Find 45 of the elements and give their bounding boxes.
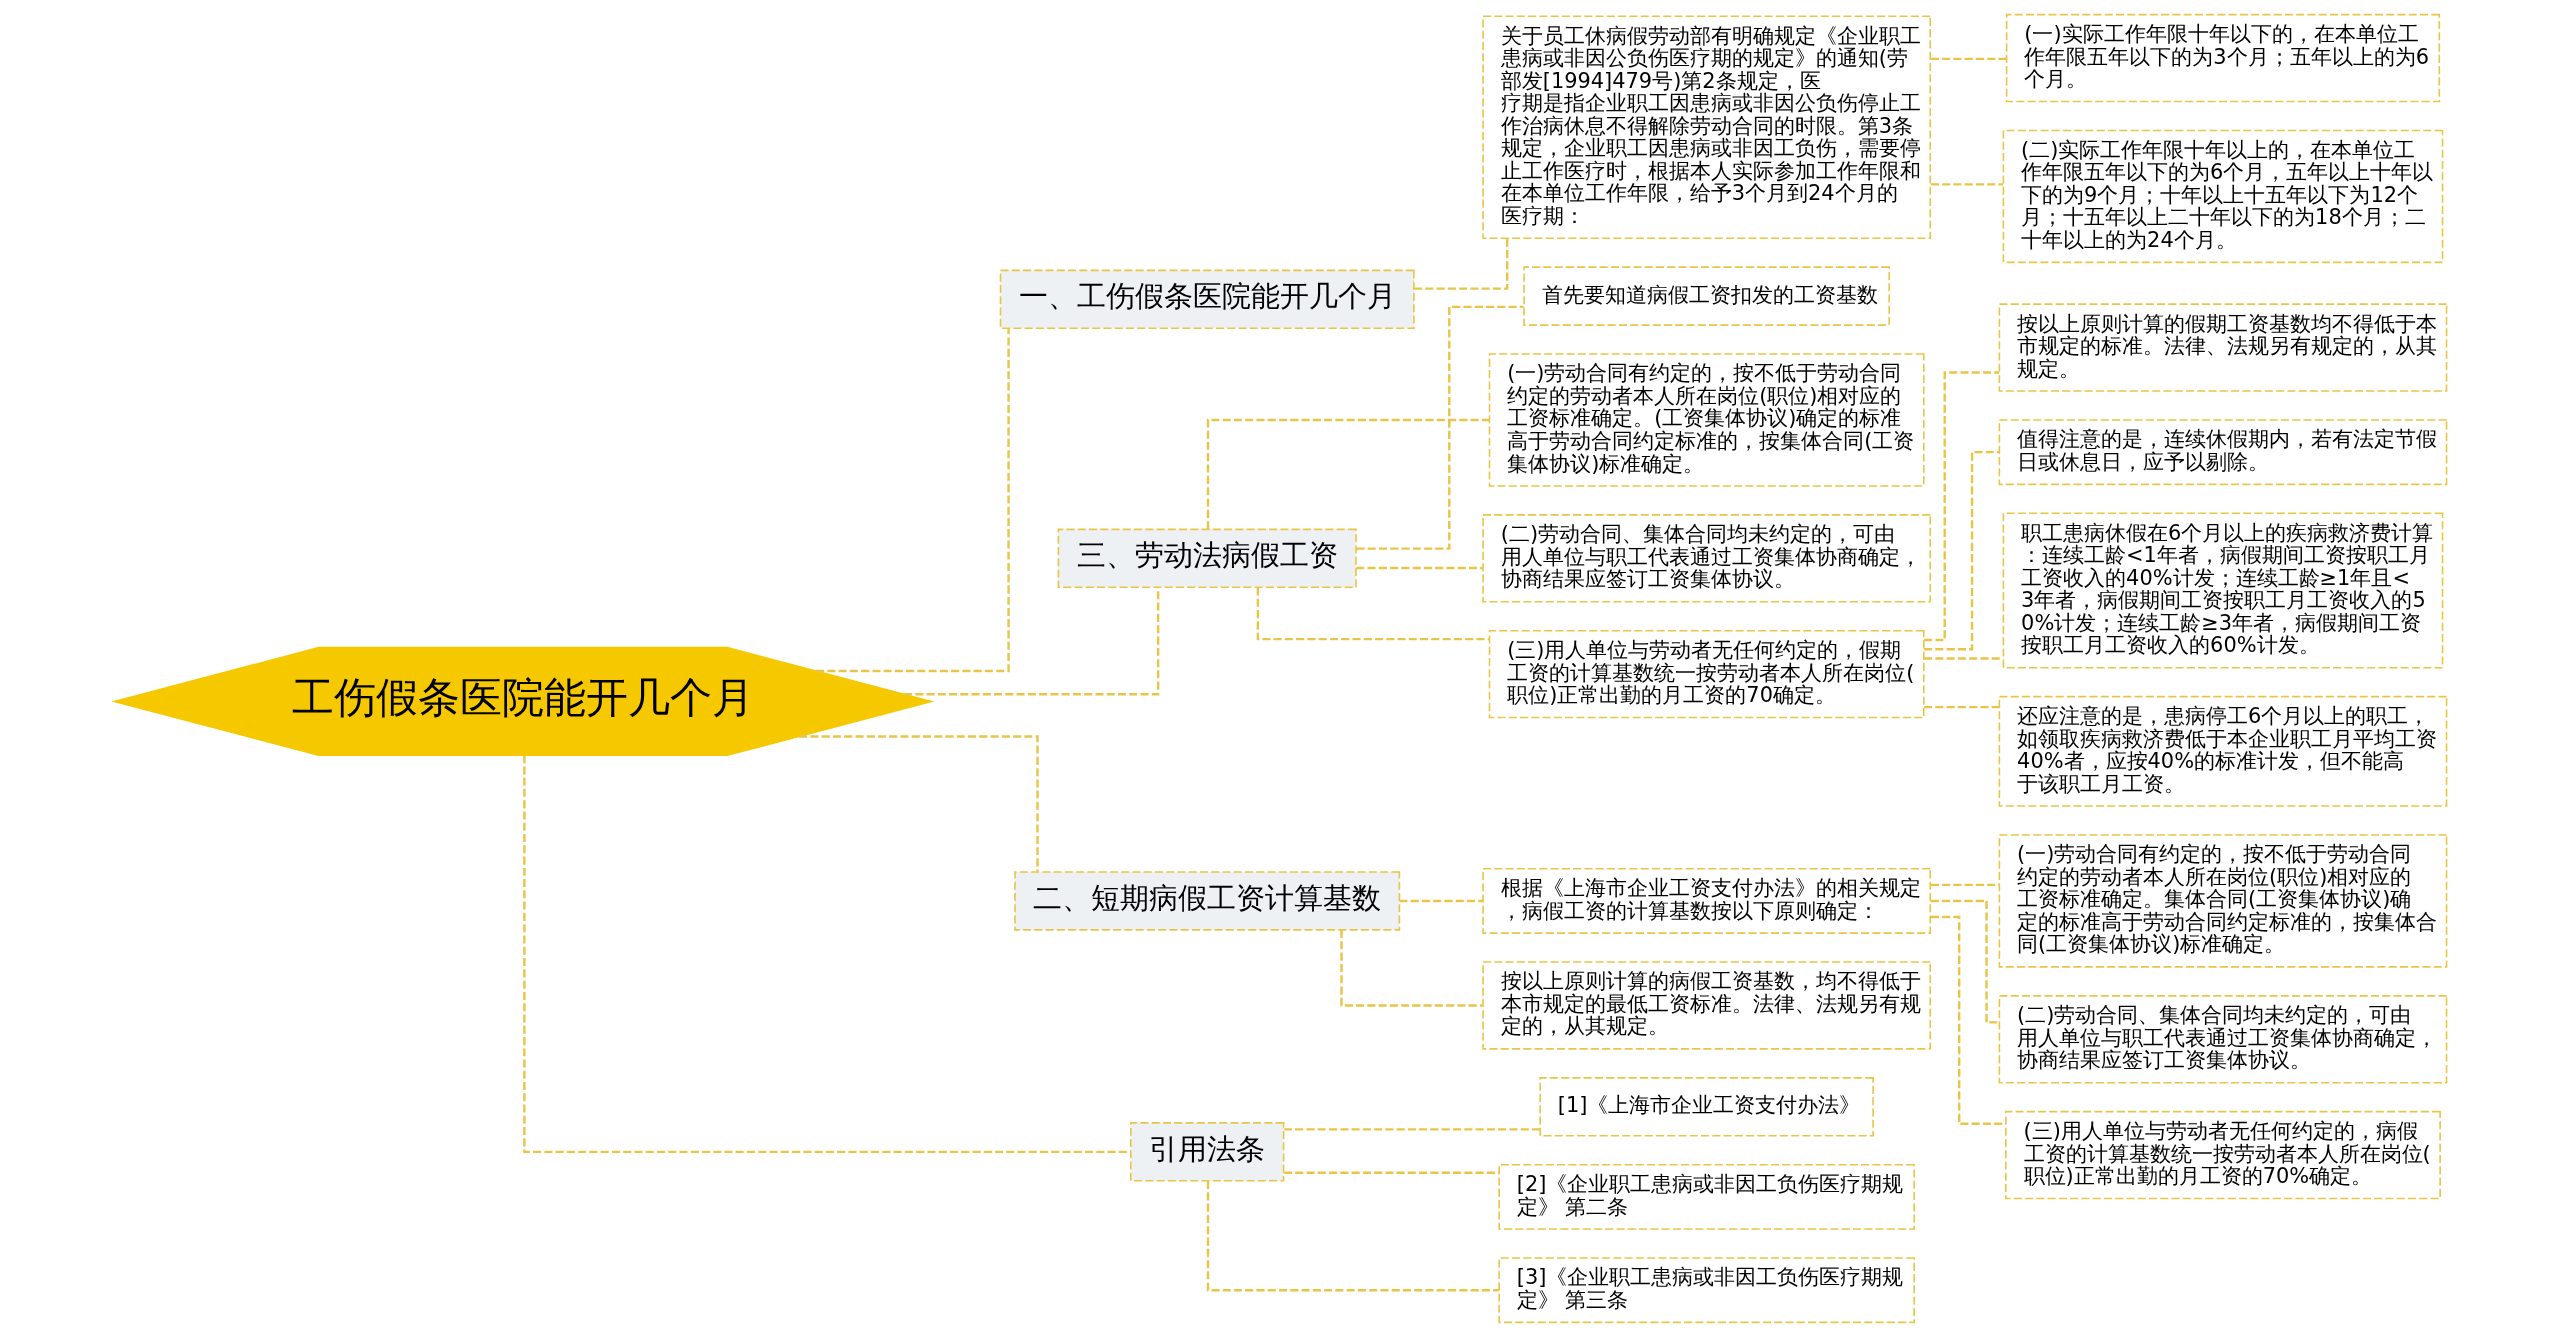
node-box: 职工患病休假在6个月以上的疾病救济费计算：连续工龄<1年者，病假期间工资按职工月工资收入的40%计发；连续工龄≥1年且<3年者，病假期间工资按职工月工资收入的50%计发；连续工龄≥3年者，病假期间工资按职工月工资收入的60%计发。 bbox=[2002, 512, 2443, 669]
connector bbox=[1206, 1181, 1499, 1292]
connector bbox=[1923, 705, 1999, 709]
node-box: (二)劳动合同、集体合同均未约定的，可由用人单位与职工代表通过工资集体协商确定，协商结果应签订工资集体协议。 bbox=[1481, 514, 1931, 603]
node-box: 按以上原则计算的病假工资基数，均不得低于本市规定的最低工资标准。法律、法规另有规定的，从其规定。 bbox=[1481, 961, 1931, 1050]
node-box: 首先要知道病假工资扣发的工资基数 bbox=[1522, 266, 1890, 326]
connector bbox=[1930, 915, 2006, 1125]
node-box: 一、工伤假条医院能开几个月 bbox=[999, 269, 1415, 330]
connector bbox=[1923, 371, 1999, 642]
connector bbox=[1413, 238, 1508, 290]
connector bbox=[815, 328, 1010, 673]
connector bbox=[1339, 930, 1483, 1007]
connector bbox=[1283, 1128, 1540, 1131]
node-box: 关于员工休病假劳动部有明确规定《企业职工患病或非因公负伤医疗期的规定》的通知(劳部发[1994]479号)第2条规定，医疗期是指企业职工因患病或非因公负伤停止工作治病休息不得解除劳动合同的时限。第3条规定，企业职工因患病或非因工负伤，需要停止工作医疗时，根据本人实际参加工作年限和在本单位工作年限，给予3个月到24个月的医疗期： bbox=[1481, 15, 1931, 240]
node-box: (一)劳动合同有约定的，按不低于劳动合同约定的劳动者本人所在岗位(职位)相对应的工资标准确定。集体合同(工资集体协议)确定的标准高于劳动合同约定标准的，按集体合同(工资集体协议)标准确定。 bbox=[1998, 834, 2447, 968]
connector bbox=[1923, 657, 2003, 660]
node-box: 三、劳动法病假工资 bbox=[1057, 528, 1357, 589]
node-box: (三)用人单位与劳动者无任何约定的，病假工资的计算基数统一按劳动者本人所在岗位(职位)正常出勤的月工资的70%确定。 bbox=[2004, 1110, 2441, 1200]
connector bbox=[1399, 899, 1483, 903]
node-box: (一)实际工作年限十年以下的，在本单位工作年限五年以下的为3个月；五年以上的为6个月。 bbox=[2005, 13, 2440, 103]
connector bbox=[1923, 450, 1999, 651]
connector bbox=[1930, 883, 1999, 887]
node-box: (三)用人单位与劳动者无任何约定的，假期工资的计算基数统一按劳动者本人所在岗位(职位)正常出勤的月工资的70确定。 bbox=[1488, 629, 1925, 719]
connector bbox=[1355, 566, 1483, 570]
node-box: (二)实际工作年限十年以上的，在本单位工作年限五年以下的为6个月，五年以上十年以下的为9个月；十年以上十五年以下为12个月；十五年以上二十年以下的为18个月；二十年以上的为24个月。 bbox=[2002, 129, 2443, 264]
node-box: 按以上原则计算的假期工资基数均不得低于本市规定的标准。法律、法规另有规定的，从其规定。 bbox=[1998, 303, 2447, 392]
node-box: [2]《企业职工患病或非因工负伤医疗期规定》 第二条 bbox=[1497, 1163, 1915, 1230]
node-box: 引用法条 bbox=[1129, 1122, 1284, 1182]
connector bbox=[522, 755, 1130, 1154]
node-box: (二)劳动合同、集体合同均未约定的，可由用人单位与职工代表通过工资集体协商确定，协商结果应签订工资集体协议。 bbox=[1998, 995, 2447, 1084]
node-box: (一)劳动合同有约定的，按不低于劳动合同约定的劳动者本人所在岗位(职位)相对应的工资标准确定。(工资集体协议)确定的标准高于劳动合同约定标准的，按集体合同(工资集体协议)标准确定。 bbox=[1488, 353, 1925, 487]
node-box: 值得注意的是，连续休假期内，若有法定节假日或休息日，应予以剔除。 bbox=[1998, 419, 2447, 486]
connector bbox=[1355, 305, 1524, 550]
connector bbox=[1930, 899, 1999, 1024]
node-box: 二、短期病假工资计算基数 bbox=[1013, 871, 1400, 931]
node-box: 根据《上海市企业工资支付办法》的相关规定，病假工资的计算基数按以下原则确定： bbox=[1481, 867, 1931, 934]
connector bbox=[1283, 1171, 1499, 1174]
node-box: [1]《上海市企业工资支付办法》 bbox=[1538, 1077, 1874, 1137]
connector bbox=[1206, 418, 1489, 529]
connector bbox=[798, 735, 1039, 872]
node-box: [3]《企业职工患病或非因工负伤医疗期规定》 第三条 bbox=[1497, 1257, 1915, 1324]
connector bbox=[1930, 57, 2006, 61]
connector bbox=[1930, 183, 2003, 186]
node-box: 还应注意的是，患病停工6个月以上的职工，如领取疾病救济费低于本企业职工月平均工资40%者，应按40%的标准计发，但不能高于该职工月工资。 bbox=[1998, 695, 2447, 807]
connector bbox=[1256, 587, 1489, 641]
